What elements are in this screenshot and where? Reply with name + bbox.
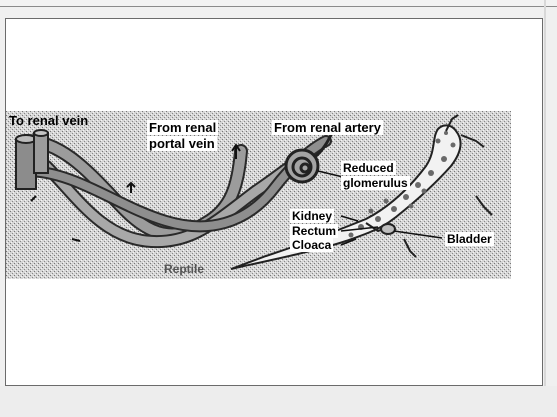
label-reduced-glomerulus-line2: glomerulus [341,176,410,190]
label-kidney: Kidney [290,209,334,223]
label-reduced-glomerulus-line1: Reduced [341,161,396,175]
label-from-renal-portal-vein-line2: portal vein [147,136,217,151]
label-bladder: Bladder [445,232,494,246]
window-top-bar [0,0,557,7]
label-from-renal-portal-vein-line1: From renal [147,120,218,135]
figure-caption: Reptile [164,263,204,275]
bottom-strip [0,386,557,417]
figure-illustration [6,111,511,279]
label-rectum: Rectum [290,224,338,238]
label-to-renal-vein: To renal vein [9,114,88,127]
label-cloaca: Cloaca [290,238,333,252]
label-from-renal-artery: From renal artery [272,120,383,135]
right-edge [544,0,546,417]
reptile-kidney-figure: To renal vein From renal portal vein Fro… [6,111,511,279]
